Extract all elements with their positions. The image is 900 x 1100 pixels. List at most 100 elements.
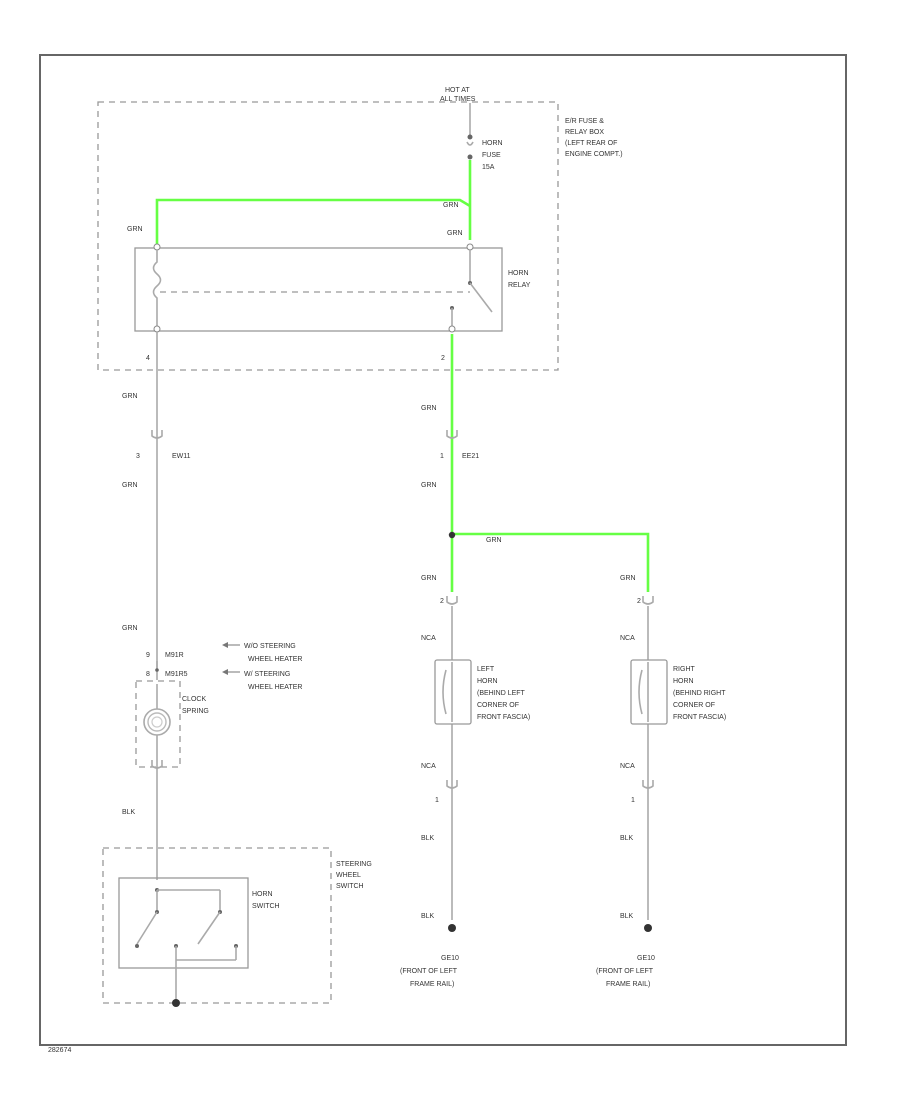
right-horn-icon [630, 659, 668, 725]
wire-color-grn-top: GRN [443, 202, 459, 209]
steering-switch-label-line2: WHEEL [336, 872, 361, 879]
diagram-frame [39, 54, 847, 1046]
wire-color-grn-d: GRN [421, 405, 437, 412]
wire-color-nca-4: NCA [620, 763, 635, 770]
clock-pin-a: 9 [146, 652, 150, 659]
wire-color-blk-3: BLK [421, 913, 435, 920]
left-ground-line2: (FRONT OF LEFT [400, 968, 458, 975]
clock-spring-label-line1: CLOCK [182, 696, 206, 703]
left-horn-label-line3: (BEHIND LEFT [477, 690, 526, 697]
wire-color-grn-c: GRN [122, 625, 138, 632]
fuse-label-line1: HORN [482, 140, 503, 147]
left-horn-label-line4: CORNER OF [477, 702, 519, 709]
right-horn-label-line4: CORNER OF [673, 702, 715, 709]
clock-pin-switch [155, 661, 159, 672]
relay-switch [448, 243, 493, 333]
wire-color-grn-relay-right: GRN [447, 230, 463, 237]
fuse-label-line3: 15A [482, 164, 495, 171]
right-horn-label-line5: FRONT FASCIA) [673, 714, 726, 721]
note-line4: WHEEL HEATER [248, 684, 302, 691]
left-horn-top-connector [446, 596, 458, 605]
relay-label-line2: RELAY [508, 282, 531, 289]
fuse-box-label-line4: ENGINE COMPT.) [565, 151, 623, 158]
relay-pin-left: 4 [146, 355, 150, 362]
connector-ew11-name: EW11 [172, 453, 191, 460]
right-ground-line2: (FRONT OF LEFT [596, 968, 654, 975]
left-horn-icon [434, 659, 472, 725]
connector-ee21-name: EE21 [462, 453, 479, 460]
fuse-relay-box-outline [97, 101, 559, 371]
left-ground-line1: GE10 [441, 955, 459, 962]
right-horn-label-line1: RIGHT [673, 666, 696, 673]
steering-switch-label-line1: STEERING [336, 861, 372, 868]
right-ground-dot [644, 924, 652, 932]
diagram-id: 282674 [48, 1047, 71, 1054]
horn-switch-box [118, 877, 249, 969]
horn-switch-label-line2: SWITCH [252, 903, 280, 910]
clock-pin-b-name: M91R5 [165, 671, 188, 678]
note-line3: W/ STEERING [244, 671, 290, 678]
wire-color-grn-right-horn: GRN [620, 575, 636, 582]
left-horn-label-line5: FRONT FASCIA) [477, 714, 530, 721]
clock-pin-b: 8 [146, 671, 150, 678]
right-horn-bottom-pin: 1 [631, 797, 635, 804]
fuse-label-line2: FUSE [482, 152, 501, 159]
wire-color-nca-1: NCA [421, 635, 436, 642]
clock-spring-label-line2: SPRING [182, 708, 209, 715]
left-horn-label-line1: LEFT [477, 666, 495, 673]
wire-color-blk-4: BLK [620, 835, 634, 842]
wire-color-blk-5: BLK [620, 913, 634, 920]
wire-color-grn-b: GRN [122, 482, 138, 489]
fuse-box-label-line3: (LEFT REAR OF [565, 140, 617, 147]
note-arrows [222, 642, 240, 675]
connector-ee21 [446, 430, 458, 439]
relay-pin-right: 2 [441, 355, 445, 362]
connector-ew11 [151, 430, 163, 439]
clock-spring-icon [143, 684, 171, 880]
switch-ground-dot [172, 999, 180, 1007]
connector-ew11-pin: 3 [136, 453, 140, 460]
clock-spring-outline [135, 680, 181, 768]
wire-color-grn-e: GRN [421, 482, 437, 489]
right-ground-line1: GE10 [637, 955, 655, 962]
right-ground-line3: FRAME RAIL) [606, 981, 650, 988]
fuse-box-label-line2: RELAY BOX [565, 129, 604, 136]
wire-color-grn-branch: GRN [486, 537, 502, 544]
wire-color-blk-1: BLK [122, 809, 136, 816]
steering-switch-label-line3: SWITCH [336, 883, 364, 890]
right-horn-label-line3: (BEHIND RIGHT [673, 690, 726, 697]
fuse-box-label-line1: E/R FUSE & [565, 118, 604, 125]
right-horn-label-line2: HORN [673, 678, 694, 685]
wire-color-blk-2: BLK [421, 835, 435, 842]
left-horn-bottom-pin: 1 [435, 797, 439, 804]
horn-relay-box [134, 247, 503, 332]
splice-dot [448, 531, 456, 539]
left-horn-top-pin: 2 [440, 598, 444, 605]
left-horn-bottom-connector [446, 780, 458, 789]
left-ground-dot [448, 924, 456, 932]
left-ground-line3: FRAME RAIL) [410, 981, 454, 988]
note-line2: WHEEL HEATER [248, 656, 302, 663]
wire-color-nca-2: NCA [421, 763, 436, 770]
wire-color-grn-left-horn: GRN [421, 575, 437, 582]
note-line1: W/O STEERING [244, 643, 296, 650]
wire-color-nca-3: NCA [620, 635, 635, 642]
hot-wire-branch [452, 532, 650, 592]
power-source-line1: HOT AT [445, 87, 470, 94]
power-source-line2: ALL TIMES [440, 96, 476, 103]
right-horn-top-connector [642, 596, 654, 605]
hot-wire-coil-feed [155, 198, 471, 244]
left-horn-label-line2: HORN [477, 678, 498, 685]
wire-color-grn-a: GRN [122, 393, 138, 400]
clock-pin-a-name: M91R [165, 652, 184, 659]
wire-color-grn-relay-left: GRN [127, 226, 143, 233]
horn-switch-contacts [135, 888, 238, 1000]
connector-ee21-pin: 1 [440, 453, 444, 460]
horn-switch-label-line1: HORN [252, 891, 273, 898]
right-horn-top-pin: 2 [637, 598, 641, 605]
steering-switch-outline [102, 847, 332, 1004]
relay-label-line1: HORN [508, 270, 529, 277]
right-horn-bottom-connector [642, 780, 654, 789]
relay-coil [152, 243, 162, 333]
